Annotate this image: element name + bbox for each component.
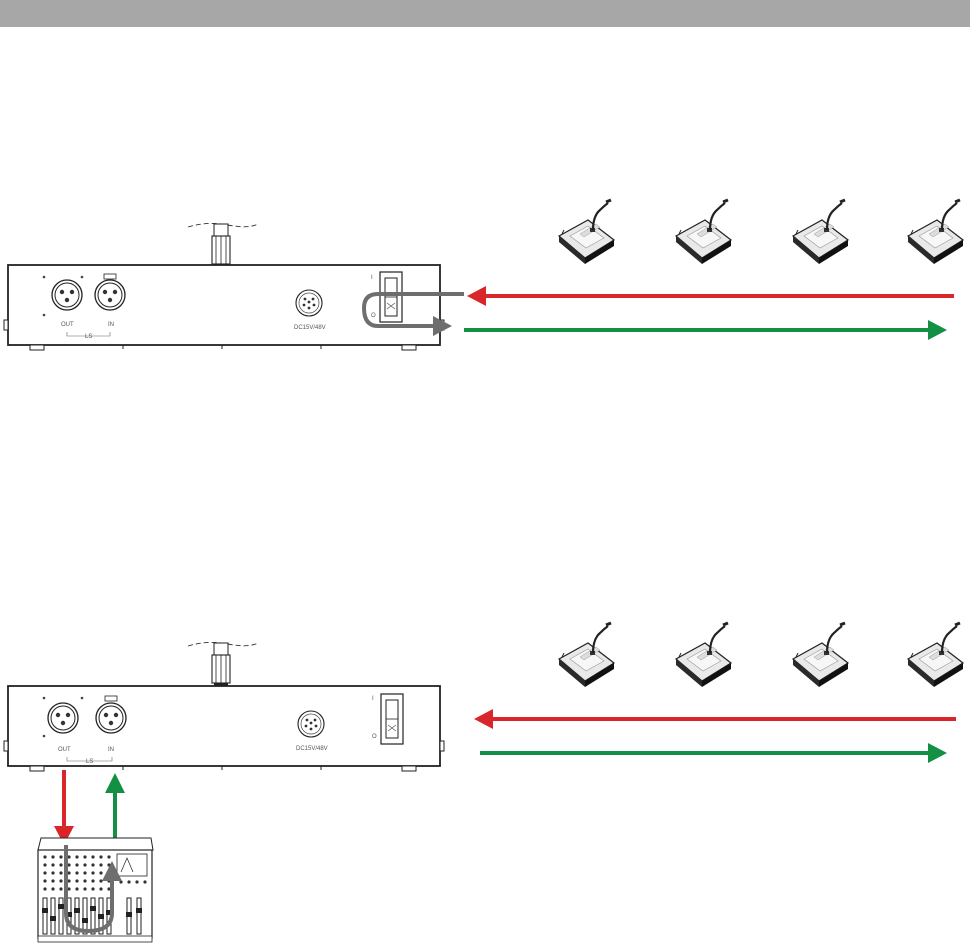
rocker-switch-icon [381,694,403,744]
conference-microphone-icon [676,623,731,687]
return-arrow-head [474,709,493,729]
conference-microphone-icon [793,623,848,687]
audio-mixer-icon [38,838,153,942]
loop-arrow-head [433,316,452,336]
central-unit: OUT IN LS DC15V/48V I O [4,265,444,350]
power-socket-icon [296,290,322,316]
xlr-socket-icon [95,280,125,310]
rocker-switch-icon [380,272,402,322]
signal-arrow-head [928,320,947,340]
conference-microphone-icon [559,623,614,687]
panel-top: OUT IN LS DC15V/48V I O [0,190,970,570]
power-label: DC15V/48V [294,325,326,331]
xlr-socket-icon [96,703,126,733]
conference-microphone-icon [908,200,963,264]
ls-label: LS [85,334,92,340]
in-label: IN [108,322,114,328]
power-socket-icon [298,711,324,737]
system-diagram-bottom: OUT IN LS DC15V/48V I O [0,613,970,943]
conference-microphone-icon [676,200,731,264]
conference-microphone-icon [908,623,963,687]
conference-microphone-icon [559,200,614,264]
conference-microphone-icon [793,200,848,264]
ls-label: LS [86,759,93,765]
out-label: OUT [61,322,74,328]
switch-off-label: O [372,734,377,740]
central-unit: OUT IN LS DC15V/48V I O [4,686,444,771]
panel-bottom: OUT IN LS DC15V/48V I O [0,613,970,943]
return-arrow-head [467,286,486,306]
switch-off-label: O [371,313,376,319]
header-bar [0,0,970,27]
power-label: DC15V/48V [296,746,328,752]
in-label: IN [108,747,114,753]
mixer-to-in-arrow-head [105,773,125,793]
signal-arrow-head [928,743,947,763]
system-diagram-top: OUT IN LS DC15V/48V I O [0,190,970,380]
xlr-socket-icon [52,280,82,310]
out-label: OUT [58,747,71,753]
xlr-socket-icon [48,703,78,733]
